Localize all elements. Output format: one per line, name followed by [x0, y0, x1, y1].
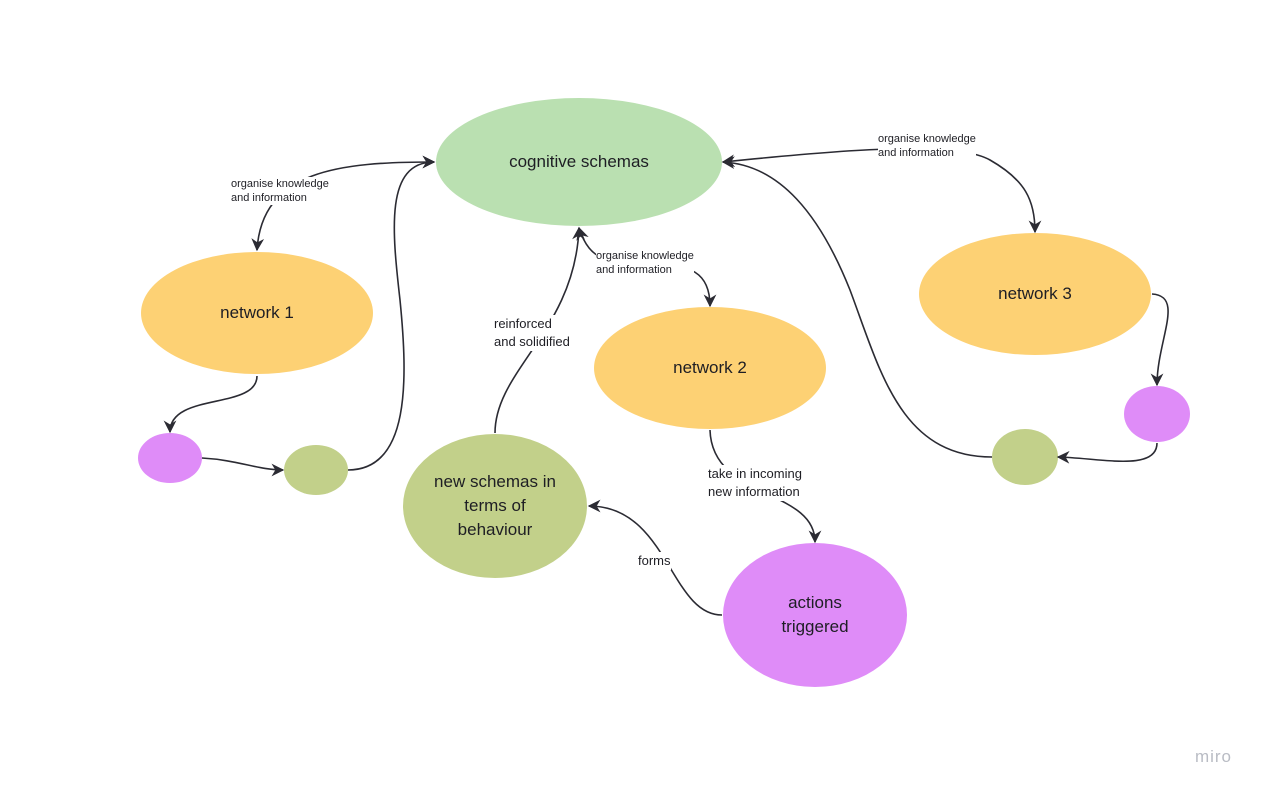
connector-purple-to-green-right[interactable]: [1056, 442, 1158, 464]
network-2-label: network 2: [673, 358, 747, 377]
miro-logo: miro: [1194, 747, 1232, 766]
new-schemas-node[interactable]: [403, 434, 587, 578]
actions-triggered-node[interactable]: [723, 543, 907, 687]
small-purple-node-right[interactable]: [1124, 386, 1190, 442]
connector-network-3-to-purple[interactable]: [1150, 293, 1169, 387]
organise-knowledge-label-right: organise knowledge and information: [878, 132, 976, 160]
small-green-node-left[interactable]: [284, 445, 348, 495]
connector-green-right-to-cognitive[interactable]: [721, 156, 993, 458]
network-3-node[interactable]: [919, 233, 1151, 355]
organise-knowledge-label-center: organise knowledge and information: [596, 249, 694, 277]
connector-network-1-to-purple[interactable]: [163, 375, 258, 434]
connector-green-left-to-cognitive[interactable]: [347, 155, 436, 471]
network-3-label: network 3: [998, 284, 1072, 303]
connector-cognitive-to-network-1[interactable]: [251, 155, 436, 252]
organise-knowledge-label-left: organise knowledge and information: [231, 177, 329, 205]
cognitive-schemas-label: cognitive schemas: [509, 152, 649, 171]
reinforced-label: reinforced and solidified: [494, 315, 570, 351]
actions-triggered-label: actions triggered: [781, 593, 849, 636]
take-in-label: take in incoming new information: [708, 465, 802, 501]
network-1-label: network 1: [220, 303, 294, 322]
network-1-node[interactable]: [141, 252, 373, 374]
cognitive-schemas-node[interactable]: [436, 98, 722, 226]
small-purple-node-left[interactable]: [138, 433, 202, 483]
connector-purple-to-green-left[interactable]: [201, 457, 285, 477]
small-green-node-right[interactable]: [992, 429, 1058, 485]
new-schemas-label: new schemas in terms of behaviour: [434, 472, 556, 539]
forms-label: forms: [638, 552, 671, 570]
connector-cognitive-to-network-3[interactable]: [721, 147, 1042, 234]
network-2-node[interactable]: [594, 307, 826, 429]
